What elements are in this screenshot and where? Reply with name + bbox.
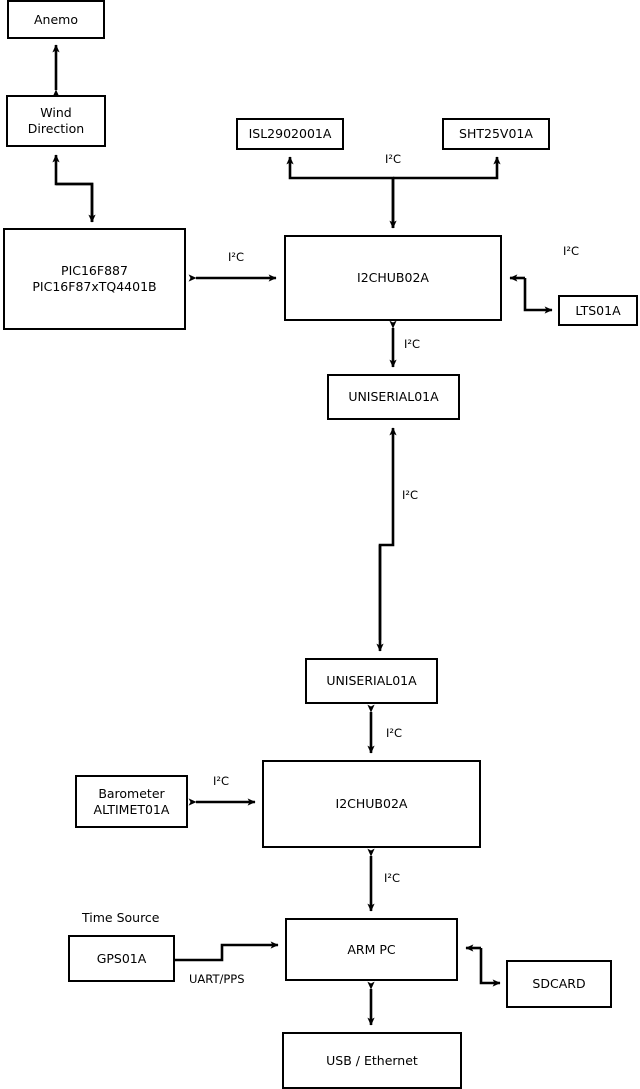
node-i2chub02a-top[interactable]: I2CHUB02A — [284, 235, 502, 321]
node-wind-direction[interactable]: Wind Direction — [6, 95, 106, 147]
node-uniserial01a-upper[interactable]: UNISERIAL01A — [327, 374, 460, 420]
connector-hub-sensorbus — [286, 156, 395, 228]
connector-pic-wind — [52, 154, 94, 222]
node-sdcard[interactable]: SDCARD — [506, 960, 612, 1008]
node-lts01a[interactable]: LTS01A — [558, 295, 638, 326]
node-isl2902001a[interactable]: ISL2902001A — [236, 118, 344, 150]
node-gps01a[interactable]: GPS01A — [68, 935, 175, 982]
node-usb-ethernet[interactable]: USB / Ethernet — [282, 1032, 462, 1089]
connector-sensorbus-sht — [393, 156, 501, 180]
edge-label-uart-pps: UART/PPS — [189, 972, 245, 986]
node-i2chub02a-bottom[interactable]: I2CHUB02A — [262, 760, 481, 848]
edge-label-i2c-uniserial-link: I²C — [402, 488, 419, 502]
node-pic-microcontroller[interactable]: PIC16F887 PIC16F87xTQ4401B — [3, 228, 186, 330]
edge-label-i2c-hub-uniserial: I²C — [404, 337, 421, 351]
connector-hub-lts-out — [523, 278, 553, 314]
node-anemo[interactable]: Anemo — [7, 0, 105, 39]
edge-label-i2c-pic-hub: I²C — [228, 250, 245, 264]
edge-label-i2c-hub2-armpc: I²C — [384, 871, 401, 885]
node-uniserial01a-lower[interactable]: UNISERIAL01A — [305, 658, 438, 704]
node-sht25v01a[interactable]: SHT25V01A — [442, 118, 550, 150]
connector-pic-wind-down — [56, 182, 96, 223]
connector-gps-armpc — [175, 941, 279, 962]
edge-label-i2c-uniserial-hub2: I²C — [386, 726, 403, 740]
edge-label-i2c-barometer: I²C — [213, 774, 230, 788]
connector-armpc-sdcard-out — [479, 948, 501, 987]
label-time-source: Time Source — [82, 910, 160, 925]
edge-label-i2c-lts: I²C — [563, 244, 580, 258]
node-arm-pc[interactable]: ARM PC — [285, 918, 458, 981]
edge-label-i2c-sensor-bus: I²C — [385, 152, 402, 166]
connector-uniserial-link — [378, 427, 397, 640]
node-barometer-altimet01a[interactable]: Barometer ALTIMET01A — [75, 775, 188, 828]
